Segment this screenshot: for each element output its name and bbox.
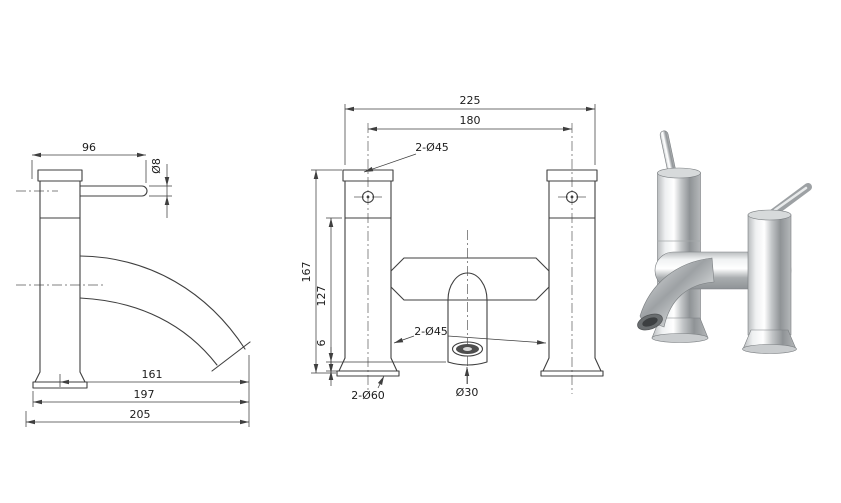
- dim-dia45-bottom: 2-Ø45: [393, 325, 547, 345]
- render-left-flange-base: [651, 333, 709, 343]
- front-outlet-ring: [451, 341, 484, 357]
- dim-180: 180: [368, 114, 572, 132]
- dim-197-label: 197: [134, 388, 155, 401]
- dim-6: 6: [315, 340, 446, 386]
- front-right-handle-screw: [565, 190, 579, 204]
- dim-205: 205: [25, 408, 249, 427]
- dim-dia45-top-label: 2-Ø45: [415, 141, 449, 154]
- dim-197: 197: [32, 388, 249, 407]
- dim-205-label: 205: [130, 408, 151, 421]
- dim-dia45-top: 2-Ø45: [363, 141, 449, 173]
- dim-dia8-label: Ø8: [150, 158, 163, 174]
- side-centerlines: [16, 190, 104, 286]
- dim-dia30: Ø30: [456, 367, 479, 399]
- dim-dia8: Ø8: [149, 158, 172, 218]
- front-right-pillar: [546, 169, 598, 359]
- dim-180-label: 180: [460, 114, 481, 127]
- dim-dia60-label: 2-Ø60: [351, 389, 385, 402]
- render-right-lever-highlight: [773, 186, 808, 212]
- dim-dia45-bottom-label: 2-Ø45: [414, 325, 448, 338]
- render-outlet-aerator: [642, 317, 658, 327]
- front-spout-tube: [447, 272, 488, 366]
- side-view: 96 Ø8 161 197 205: [16, 141, 251, 427]
- dim-167-label: 167: [300, 262, 313, 283]
- dim-6-label: 6: [315, 340, 328, 347]
- front-left-flange: [336, 357, 400, 377]
- dim-96: 96: [31, 141, 147, 183]
- render-right-pillar: [747, 214, 792, 336]
- front-view: 225 180 2-Ø45 167 127 6: [300, 94, 604, 402]
- dim-225: 225: [344, 94, 596, 165]
- front-left-pillar: [342, 169, 394, 359]
- dim-161: 161: [59, 355, 250, 427]
- side-handle-lever: [79, 185, 148, 197]
- render-right-cap: [747, 209, 792, 221]
- render-left-cap: [657, 167, 701, 179]
- dim-127-label: 127: [315, 286, 328, 307]
- dim-96-label: 96: [82, 141, 96, 154]
- dim-dia60: 2-Ø60: [351, 375, 385, 402]
- dim-dia30-label: Ø30: [456, 386, 479, 399]
- dim-225-label: 225: [460, 94, 481, 107]
- render-right-flange-base: [742, 344, 797, 354]
- side-body-outline: [37, 169, 83, 373]
- render-spout: [639, 257, 715, 328]
- front-right-flange: [540, 357, 604, 377]
- dim-161-label: 161: [142, 368, 163, 381]
- front-right-handle-dot: [570, 195, 574, 199]
- front-outlet-center: [463, 347, 472, 351]
- dim-127: 127: [315, 217, 342, 373]
- front-left-handle-screw: [361, 190, 375, 204]
- front-left-handle-dot: [366, 195, 370, 199]
- front-centerlines: [354, 123, 586, 394]
- render-view: [637, 130, 812, 354]
- side-spout-outline: [79, 255, 251, 372]
- front-body-outline: [390, 257, 550, 301]
